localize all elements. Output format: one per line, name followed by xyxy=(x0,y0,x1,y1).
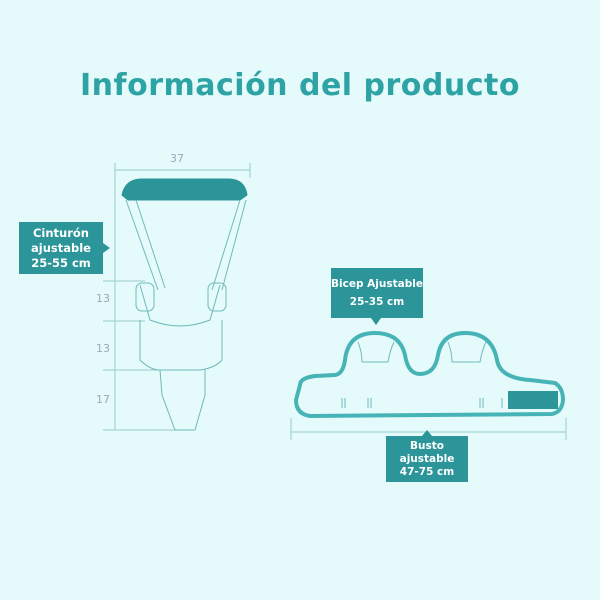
height-dimension: 17 xyxy=(96,393,110,406)
callout-line: 25-55 cm xyxy=(31,255,91,270)
harness-drawing xyxy=(103,163,251,431)
callout-pointer xyxy=(422,430,432,436)
callout-line: ajustable xyxy=(399,452,455,465)
width-dimension: 37 xyxy=(170,152,184,165)
bicep-callout: Bicep Ajustable 25-35 cm xyxy=(331,268,423,318)
band-drawing xyxy=(290,331,567,440)
callout-line: ajustable xyxy=(31,240,91,255)
callout-pointer xyxy=(371,318,381,325)
callout-pointer xyxy=(103,243,110,253)
callout-line: Bicep Ajustable xyxy=(331,278,423,290)
callout-line: Cinturón xyxy=(32,225,89,240)
callout-line: Busto xyxy=(410,439,444,452)
height-dimension: 13 xyxy=(96,342,110,355)
bust-callout: Busto ajustable 47-75 cm xyxy=(386,436,468,482)
callout-line: 25-35 cm xyxy=(349,296,405,308)
page-title: Información del producto xyxy=(80,68,520,103)
height-dimension: 13 xyxy=(96,292,110,305)
callout-line: 47-75 cm xyxy=(399,465,455,478)
waist-callout: Cinturón ajustable 25-55 cm xyxy=(19,222,103,274)
